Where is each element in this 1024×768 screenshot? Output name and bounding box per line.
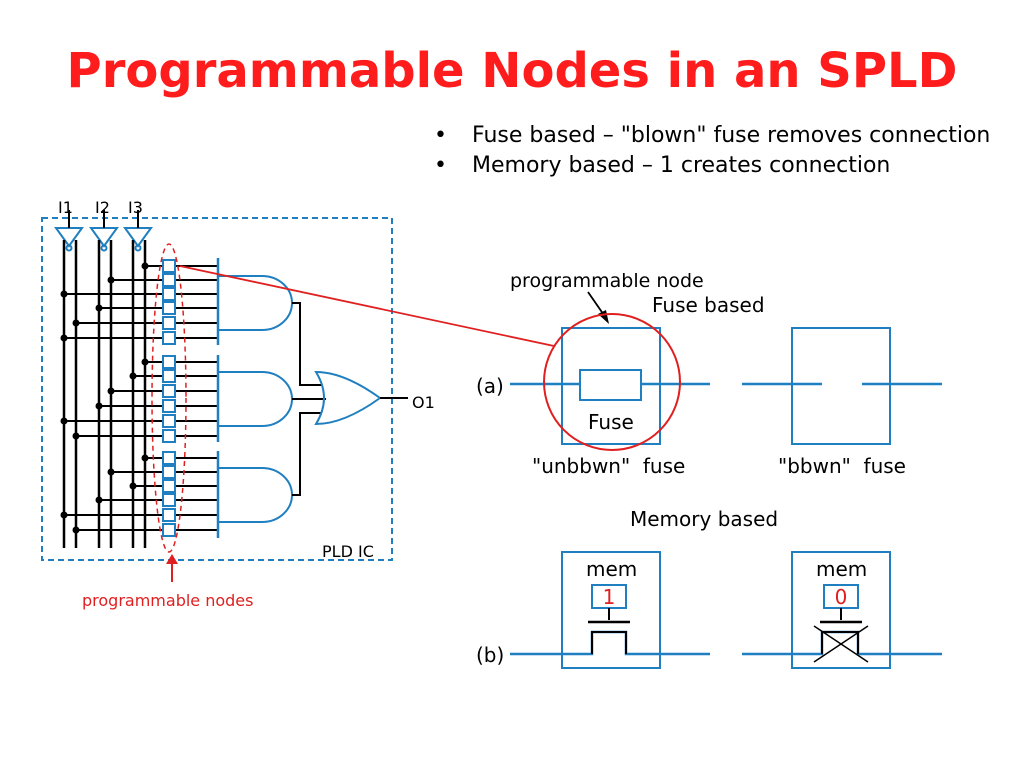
or-gate [314, 370, 382, 426]
inverter-bubble-3 [134, 244, 142, 252]
blown-fuse-caption: "bbwn" fuse [778, 454, 906, 478]
programmable-node-label: programmable node [510, 270, 704, 292]
and-gate-3 [218, 467, 293, 523]
mem-label-left: mem [586, 557, 637, 581]
fuse-label: Fuse [588, 410, 634, 434]
input-label-i3: I3 [128, 198, 143, 217]
memory-bit-left: 1 [603, 585, 616, 609]
blown-fuse-box [791, 327, 891, 445]
memory-cell-box-left [561, 551, 661, 669]
vertical-input-lines [62, 240, 147, 548]
and-gates [218, 275, 293, 523]
memory-based-section: Memory based (b) mem 1 mem 0 [476, 507, 942, 669]
and-gate-1 [218, 275, 293, 331]
row-label-a: (a) [476, 374, 504, 398]
and-gate-2 [218, 371, 293, 427]
inverter-bubble-2 [100, 244, 108, 252]
input-label-i1: I1 [58, 198, 73, 217]
node-pointer-head [598, 310, 609, 324]
bullet-fuse-based: Fuse based – "blown" fuse removes connec… [434, 124, 992, 149]
programmable-node-highlight [543, 313, 681, 451]
zoom-connector-line [179, 265, 555, 347]
input-buffer-2 [89, 227, 119, 248]
programmable-nodes-highlight [151, 243, 187, 553]
fuse-element [579, 369, 642, 401]
bullet-memory-based: Memory based – 1 creates connection [434, 154, 992, 179]
output-label: O1 [412, 393, 435, 412]
and-to-or-wires [292, 302, 326, 496]
input-buffer-1 [54, 227, 84, 248]
unblown-fuse-caption: "unbbwn" fuse [532, 454, 685, 478]
pld-chip-label: PLD IC [322, 542, 374, 561]
connection-dots [60, 262, 149, 534]
unblown-fuse-box [561, 327, 661, 445]
input-feed-lines [68, 210, 139, 228]
pld-chip-boundary [41, 217, 393, 561]
input-label-i2: I2 [95, 198, 110, 217]
pld-circuit: I1 I2 I3 [41, 198, 435, 610]
fuse-based-heading: Fuse based [652, 293, 765, 317]
memory-cell-box-right [791, 551, 891, 669]
programmable-nodes-label: programmable nodes [82, 591, 253, 610]
bullet-list: Fuse based – "blown" fuse removes connec… [434, 124, 992, 184]
memory-bit-right: 0 [835, 585, 848, 609]
input-buffers [54, 227, 153, 252]
product-term-lines [64, 265, 218, 531]
fuse-based-section: programmable node Fuse based (a) Fuse "u… [476, 270, 942, 478]
slide-title: Programmable Nodes in an SPLD [66, 43, 958, 99]
memory-based-heading: Memory based [630, 507, 778, 531]
row-label-b: (b) [476, 643, 504, 667]
transistor-channel-left [510, 630, 710, 656]
nodes-arrow-head [166, 554, 178, 564]
mem-label-right: mem [816, 557, 867, 581]
disconnected-cross-mark [813, 625, 869, 663]
programmable-node-squares [162, 259, 176, 537]
inverter-bubble-1 [65, 244, 73, 252]
input-buffer-3 [123, 227, 153, 248]
